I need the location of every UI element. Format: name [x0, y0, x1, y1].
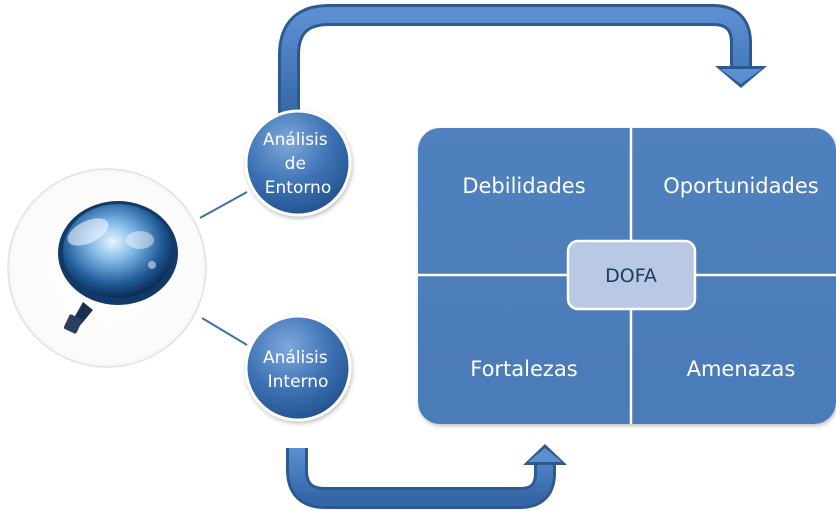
- dofa-center-box: [566, 239, 697, 311]
- analysis-interno-label: Análisis Interno: [263, 348, 333, 392]
- magnifier-badge: [7, 168, 207, 368]
- quadrant-oportunidades: Oportunidades: [663, 174, 818, 198]
- analysis-entorno-label: Análisis de Entorno: [263, 130, 333, 198]
- bottom-arrow: [286, 444, 567, 509]
- dofa-center-label: DOFA: [605, 265, 657, 287]
- quadrant-fortalezas: Fortalezas: [470, 357, 578, 381]
- analysis-entorno-line-3: Entorno: [265, 178, 331, 198]
- connector-top: [199, 191, 248, 219]
- top-arrow: [278, 4, 767, 115]
- analysis-entorno-line-1: Análisis: [263, 130, 328, 150]
- quadrant-debilidades: Debilidades: [462, 174, 585, 198]
- analysis-interno-node: [244, 314, 352, 422]
- connector-bottom: [201, 317, 248, 346]
- quadrant-amenazas: Amenazas: [687, 357, 796, 381]
- analysis-entorno-node: [244, 109, 352, 217]
- analysis-entorno-line-2: de: [285, 154, 306, 174]
- analysis-interno-line-1: Análisis: [263, 348, 328, 368]
- analysis-interno-line-2: Interno: [268, 372, 329, 392]
- magnifying-glass-icon: [58, 201, 178, 334]
